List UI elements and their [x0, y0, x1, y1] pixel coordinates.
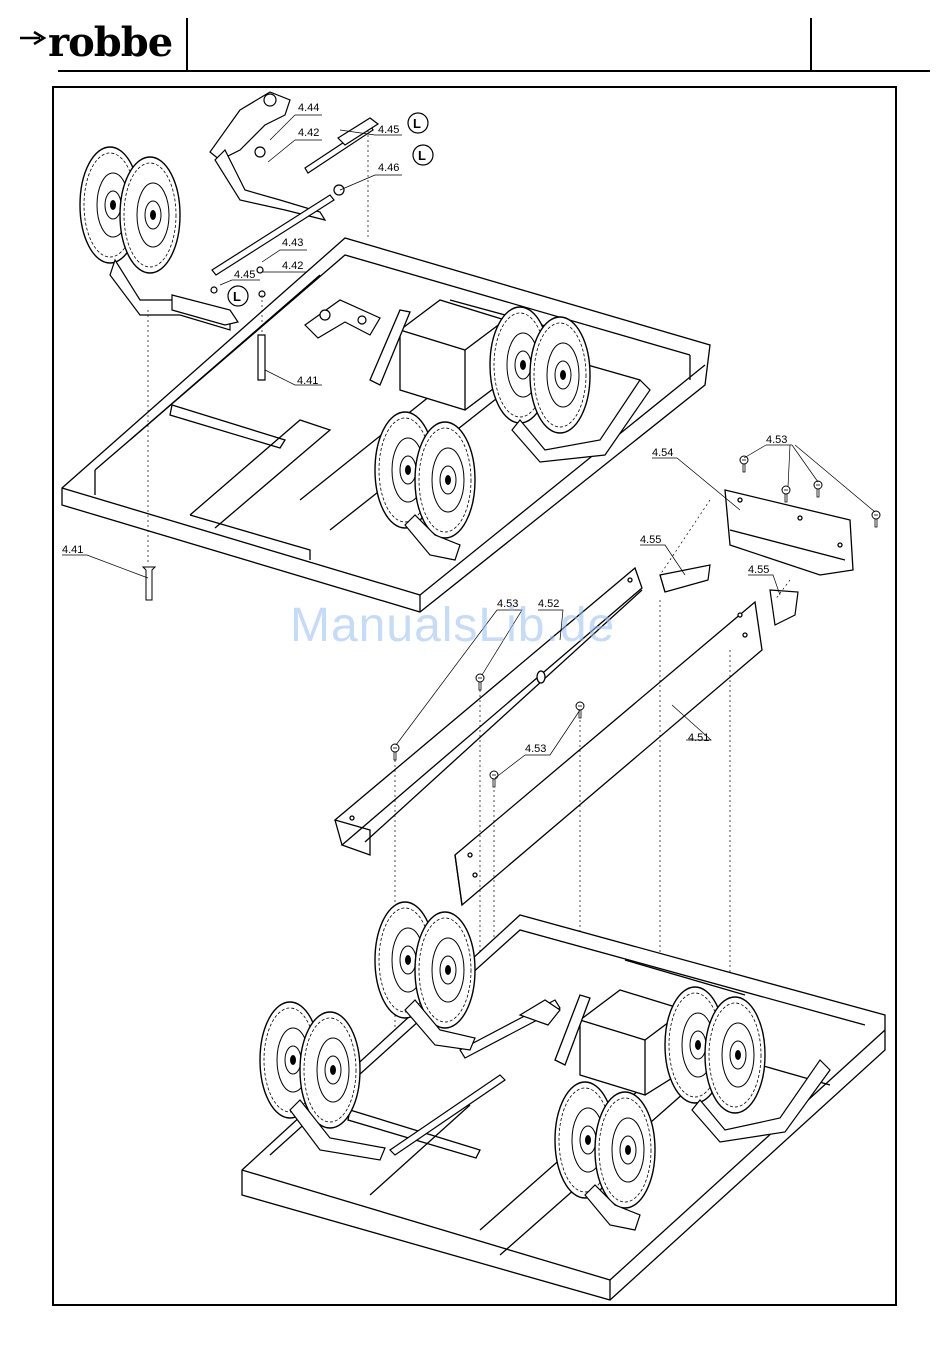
watermark: ManualsLib.de [290, 598, 615, 653]
loctite-marker-label: L [233, 289, 241, 304]
loctite-marker-label: L [413, 116, 421, 131]
part-label: 4.45 [234, 269, 255, 281]
part-label: 4.42 [298, 127, 319, 139]
part-label: 4.41 [297, 375, 318, 387]
part-label: 4.54 [652, 447, 673, 459]
loctite-marker-label: L [418, 148, 426, 163]
part-label: 4.46 [378, 162, 399, 174]
part-label: 4.53 [766, 434, 787, 446]
part-label: 4.45 [378, 124, 399, 136]
part-label: 4.43 [282, 237, 303, 249]
part-label: 4.42 [282, 260, 303, 272]
bracket-4-55a [660, 565, 710, 592]
upper-front-wheels [80, 147, 230, 330]
part-label: 4.51 [688, 732, 709, 744]
part-label: 4.41 [62, 544, 83, 556]
bracket-4-54 [725, 490, 853, 575]
part-label: 4.53 [525, 743, 546, 755]
part-label: 4.44 [298, 102, 319, 114]
part-label: 4.55 [748, 564, 769, 576]
part-label: 4.55 [640, 534, 661, 546]
bracket-4-55b [770, 590, 798, 625]
